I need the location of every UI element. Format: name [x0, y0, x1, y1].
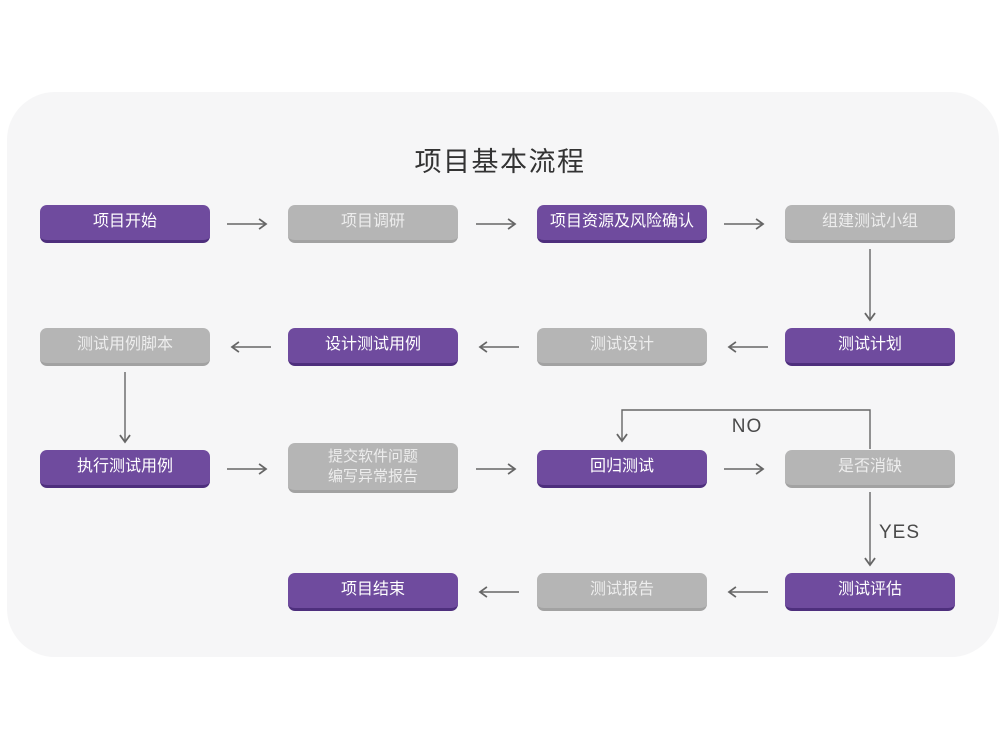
node-test-report: 测试报告 [537, 573, 707, 611]
node-execute-test-cases: 执行测试用例 [40, 450, 210, 488]
node-test-evaluation: 测试评估 [785, 573, 955, 611]
node-submit-line1: 提交软件问题 [327, 448, 418, 465]
node-project-end: 项目结束 [288, 573, 458, 611]
page-title: 项目基本流程 [414, 147, 586, 177]
no-edge-label: NO [731, 416, 763, 437]
node-project-start: 项目开始 [40, 205, 210, 243]
node-design-test-cases: 设计测试用例 [288, 328, 458, 366]
node-test-case-scripts: 测试用例脚本 [40, 328, 210, 366]
node-regression-test: 回归测试 [537, 450, 707, 488]
node-test-design: 测试设计 [537, 328, 707, 366]
node-submit-line2: 编写异常报告 [327, 467, 418, 485]
node-build-test-team: 组建测试小组 [785, 205, 955, 243]
flowchart-card [7, 92, 999, 657]
node-resources-risk: 项目资源及风险确认 [537, 205, 707, 243]
node-defect-resolved-check: 是否消缺 [785, 450, 955, 488]
node-test-plan: 测试计划 [785, 328, 955, 366]
yes-edge-label: YES [879, 522, 921, 543]
node-submit-issues-report: 提交软件问题 编写异常报告 [288, 443, 458, 493]
node-project-research: 项目调研 [288, 205, 458, 243]
